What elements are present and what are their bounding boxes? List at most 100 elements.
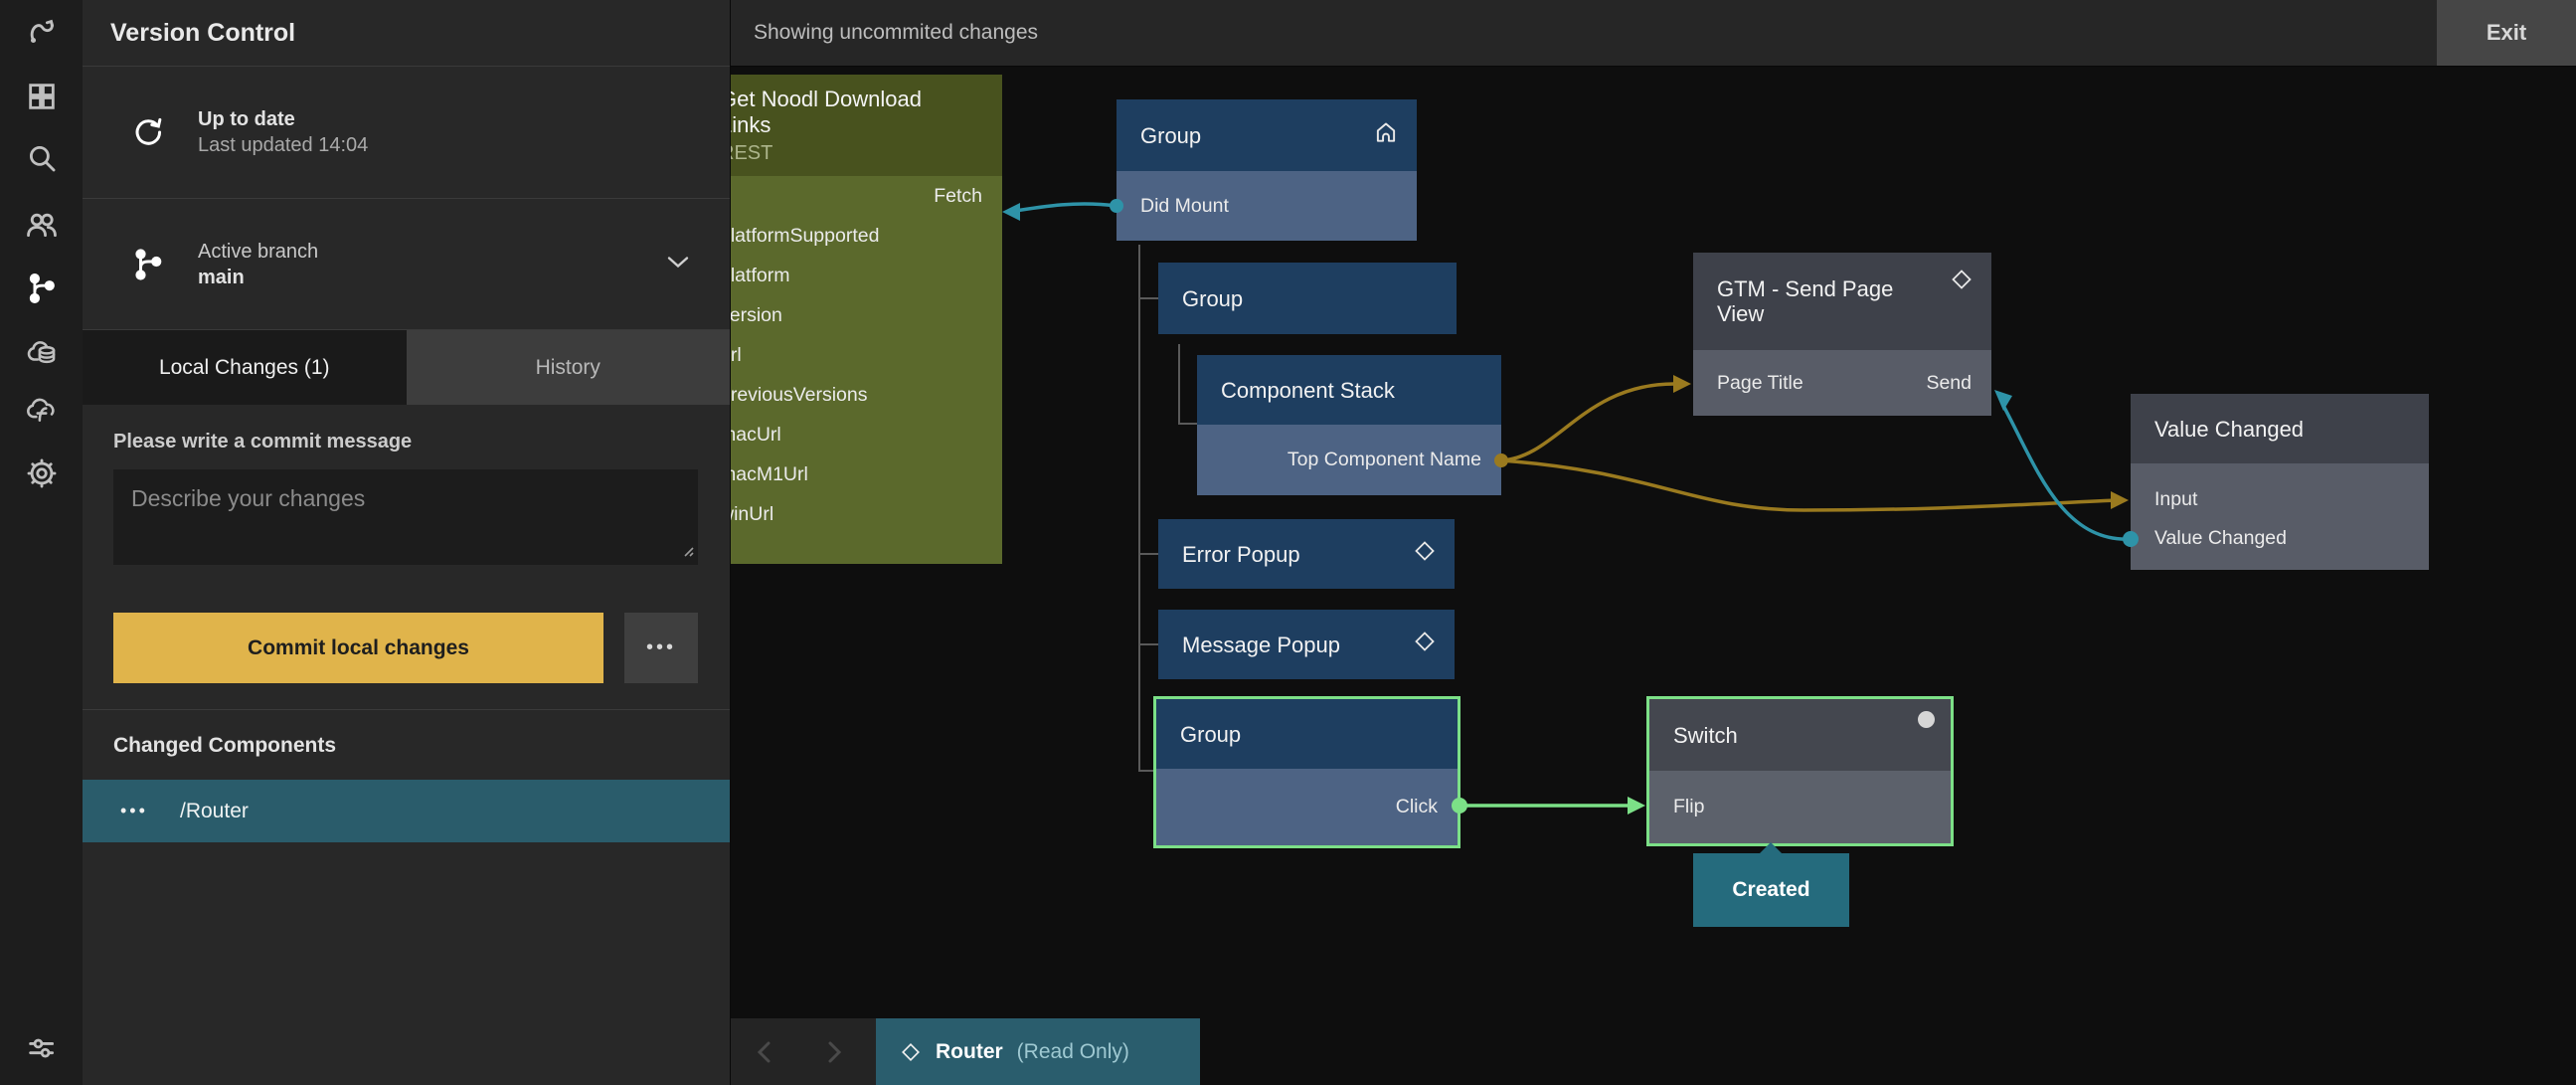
node-gtm-send-page-view[interactable]: GTM - Send Page View Page Title Send [1693,253,1991,416]
preferences-sliders-icon[interactable] [24,1029,60,1065]
port-click: Click [1395,796,1438,817]
refresh-icon[interactable] [130,114,166,150]
node-switch[interactable]: Switch Flip [1646,696,1954,846]
port-send: Send [1926,371,1972,394]
activity-bar [0,0,83,1085]
node-group-selected[interactable]: Group Click [1153,696,1460,848]
sync-updated-text: Last updated 14:04 [198,134,369,156]
active-branch-name: main [198,266,245,288]
component-diamond-icon [1950,268,1974,297]
arrowhead-flip [1628,797,1645,814]
commit-more-options-button[interactable]: ••• [624,613,698,683]
node-value-changed[interactable]: Value Changed Input Value Changed [2131,394,2429,570]
tab-router-read-only[interactable]: Router (Read Only) [876,1018,1200,1085]
node-title: Switch [1673,722,1738,748]
nav-back-icon[interactable] [730,1018,799,1085]
settings-gear-icon[interactable] [24,455,60,491]
active-branch-selector[interactable]: Active branch main [83,199,730,330]
node-title: Group [1180,721,1242,747]
component-status-dots-icon: ••• [120,801,148,820]
arrowhead-fetch [1002,203,1020,221]
arrowhead-send [1994,390,2012,411]
node-subtitle: REST [730,142,773,164]
node-title: Component Stack [1221,377,1395,403]
canvas-top-bar: Showing uncommited changes Exit [731,0,2576,67]
tree-line-stub [1138,297,1158,299]
arrowhead-page-title [1673,375,1691,393]
noodl-logo-icon[interactable] [24,14,60,50]
node-component-stack[interactable]: Component Stack Top Component Name [1197,355,1501,495]
node-title: Group [1140,122,1202,148]
tree-line-vertical-2 [1178,344,1180,425]
active-branch-label: Active branch [198,240,319,263]
connection-wires [1002,199,2139,814]
port-macurl: macUrl [730,424,781,446]
sync-status-text: Up to date [198,108,295,130]
node-title: Message Popup [1182,632,1340,657]
wire-valuechanged-to-send [2000,403,2132,541]
port-top-component-name: Top Component Name [1287,449,1481,470]
node-title: Value Changed [2154,416,2305,442]
cloud-functions-icon[interactable] [24,392,60,428]
tree-line-stub [1138,553,1158,555]
created-tooltip-badge: Created [1693,842,1849,927]
changed-component-row-router[interactable]: ••• /Router [83,780,730,842]
port-input: Input [2154,488,2198,510]
changed-components-section: Changed Components ••• /Router [83,709,730,842]
home-icon [1373,119,1399,151]
version-control-branch-icon[interactable] [24,271,60,306]
tree-line-vertical [1138,245,1140,772]
commit-local-changes-button[interactable]: Commit local changes [113,613,603,683]
chevron-down-icon [666,255,690,273]
commit-prompt: Please write a commit message [113,431,413,452]
port-platform: platform [730,265,790,286]
port-previousversions: previousVersions [730,384,868,406]
node-graph-canvas[interactable]: Get Noodl Download Links REST Fetch plat… [730,66,2576,1085]
port-macm1url: macM1Url [730,463,808,485]
changed-components-heading: Changed Components [113,734,336,757]
tab-readonly-status: (Read Only) [1016,1039,1129,1063]
component-diamond-icon [1413,630,1437,659]
cloud-services-icon[interactable] [24,333,60,369]
node-group-child[interactable]: Group [1158,263,1457,334]
node-message-popup[interactable]: Message Popup [1158,610,1455,679]
node-title: Group [1182,285,1244,311]
node-group-home[interactable]: Group Did Mount [1116,99,1417,241]
panel-title: Version Control [110,18,296,47]
exit-button[interactable]: Exit [2437,0,2576,66]
wire-topname-to-input [1500,458,2119,512]
search-icon[interactable] [24,140,60,176]
node-error-popup[interactable]: Error Popup [1158,519,1455,589]
nav-forward-icon[interactable] [799,1018,869,1085]
port-url: url [730,344,742,366]
component-nav-bar [730,1018,876,1085]
sync-status-section: Up to date Last updated 14:04 [83,67,730,199]
components-grid-icon[interactable] [24,79,60,114]
tree-line-stub [1138,770,1153,772]
tab-history[interactable]: History [406,330,730,405]
port-flip: Flip [1673,796,1705,817]
port-fetch: Fetch [934,185,982,207]
branch-icon [130,247,166,282]
port-did-mount: Did Mount [1140,194,1229,217]
wire-topname-to-pagetitle [1500,382,1675,462]
collaborators-icon[interactable] [24,207,60,243]
tree-line-stub [1138,643,1158,645]
port-version: version [730,304,782,326]
node-rest-get-noodl-download-links[interactable]: Get Noodl Download Links REST Fetch plat… [730,75,1002,564]
component-diamond-icon [900,1041,922,1063]
node-title: GTM - Send Page View [1717,276,1894,326]
uncommitted-changes-status: Showing uncommited changes [754,21,1039,44]
node-title: Error Popup [1182,541,1300,567]
tab-local-changes[interactable]: Local Changes (1) [83,330,407,405]
node-title: Get Noodl Download Links [730,87,923,137]
port-platformsupported: platformSupported [730,225,880,247]
connection-count-dot [1918,711,1935,728]
wire-didmount-to-fetch [1008,202,1117,214]
component-diamond-icon [1413,539,1437,569]
port-winurl: winUrl [730,503,774,525]
panel-header: Version Control [83,0,730,67]
commit-message-input[interactable] [113,469,698,565]
changed-component-name: /Router [180,799,249,822]
